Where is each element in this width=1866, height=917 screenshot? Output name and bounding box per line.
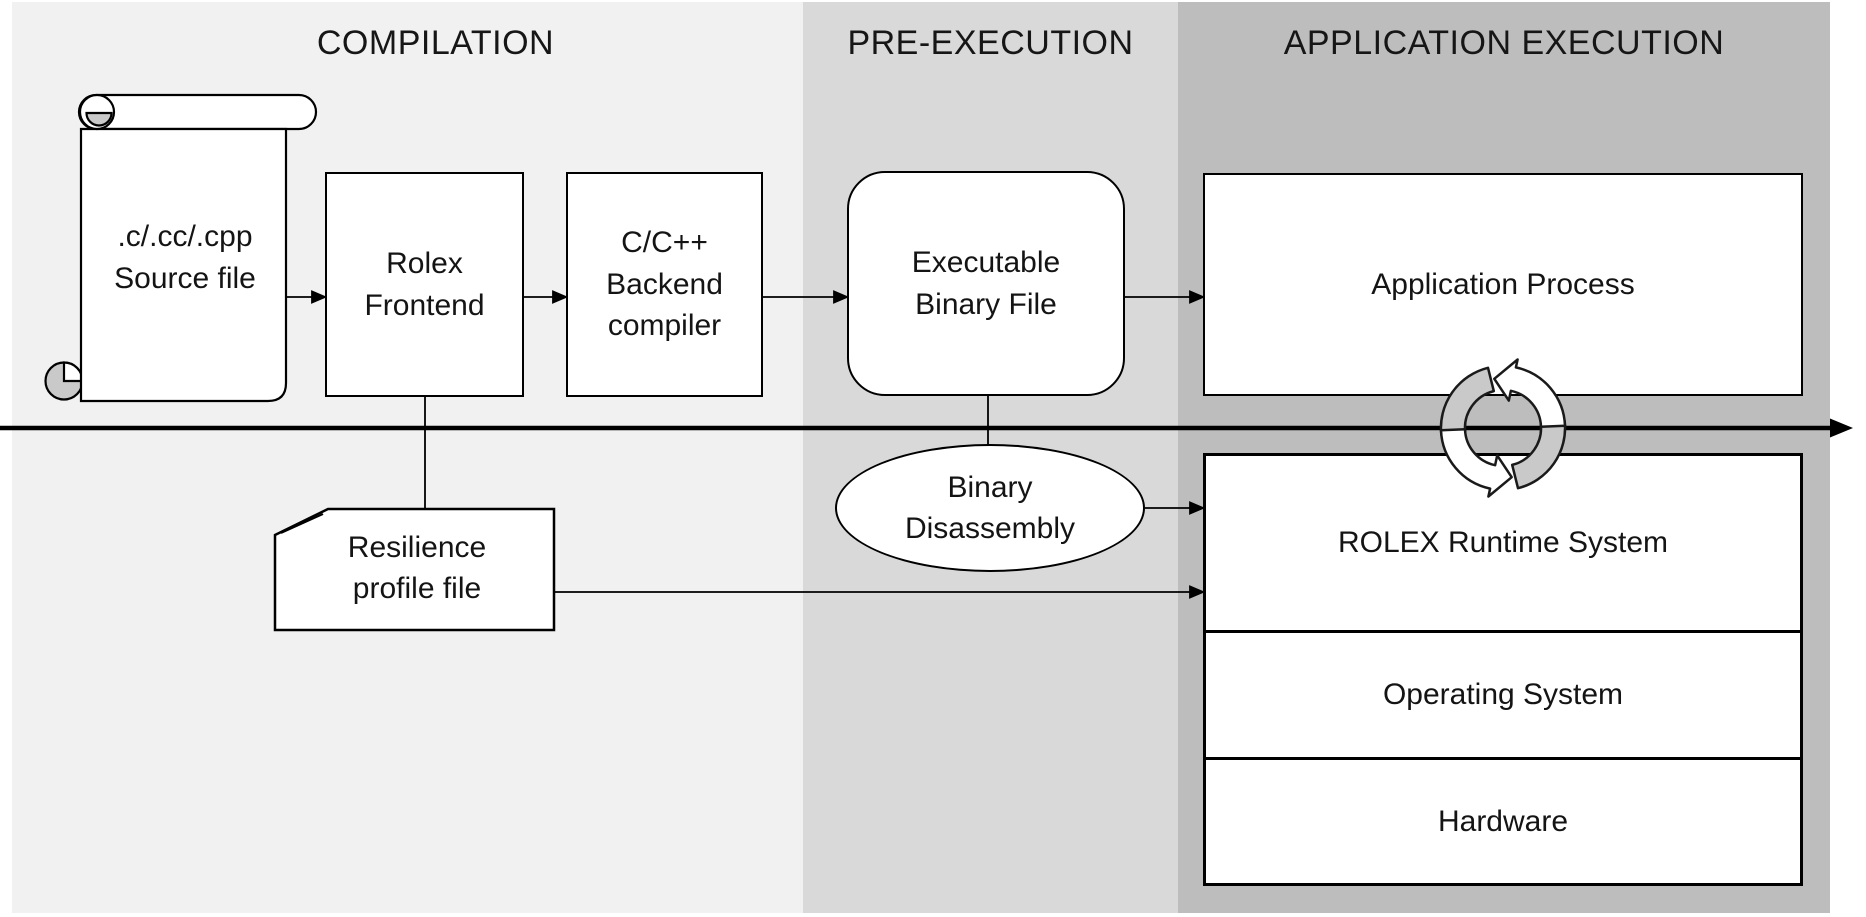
- sync-arrows-icon: [1439, 358, 1567, 498]
- timeline-arrow: [0, 418, 1853, 438]
- scroll-body: [79, 127, 288, 403]
- hardware-box: Hardware: [1206, 757, 1800, 883]
- sync-arrow-left: [1439, 428, 1513, 498]
- phase-title-pre-execution: PRE-EXECUTION: [847, 24, 1134, 62]
- scroll-bottom-curl-highlight: [62, 361, 84, 383]
- arrow-frontend-to-backend: [524, 290, 569, 304]
- scroll-top-curl-shading: [85, 111, 113, 127]
- arrow-source-to-frontend: [287, 290, 328, 304]
- backend-compiler-box: C/C++ Backend compiler: [566, 172, 763, 397]
- rolex-runtime-box: ROLEX Runtime System: [1337, 526, 1669, 559]
- phase-title-compilation: COMPILATION: [316, 24, 555, 62]
- application-process-box: Application Process: [1203, 173, 1803, 396]
- source-file-label: .c/.cc/.cpp Source file: [114, 220, 256, 295]
- arrow-disassembly-to-runtime: [1145, 501, 1206, 515]
- phase-title-application-execution: APPLICATION EXECUTION: [1283, 24, 1725, 62]
- rolex-frontend-box: Rolex Frontend: [325, 172, 524, 397]
- binary-disassembly-ellipse: Binary Disassembly: [835, 444, 1145, 572]
- execution-stack: ROLEX Runtime System Operating System Ha…: [1203, 453, 1803, 886]
- executable-binary-box: Executable Binary File: [847, 171, 1125, 396]
- sync-arc-bottom-right: [1510, 420, 1567, 490]
- arrow-backend-to-executable: [763, 290, 850, 304]
- resilience-fold-line: [280, 513, 324, 534]
- source-file-scroll-shape: [44, 93, 318, 403]
- arrow-resilience-to-runtime: [554, 585, 1206, 599]
- operating-system-box: Operating System: [1206, 630, 1800, 757]
- resilience-profile-label: Resilience profile file: [347, 530, 487, 605]
- timeline-arrowhead: [1830, 418, 1853, 438]
- flow-connectors: [287, 290, 1206, 599]
- sync-arc-top-left: [1439, 366, 1496, 436]
- sync-arrow-right: [1493, 358, 1567, 428]
- resilience-profile-shape: [273, 507, 556, 632]
- arrow-executable-to-process: [1125, 290, 1206, 304]
